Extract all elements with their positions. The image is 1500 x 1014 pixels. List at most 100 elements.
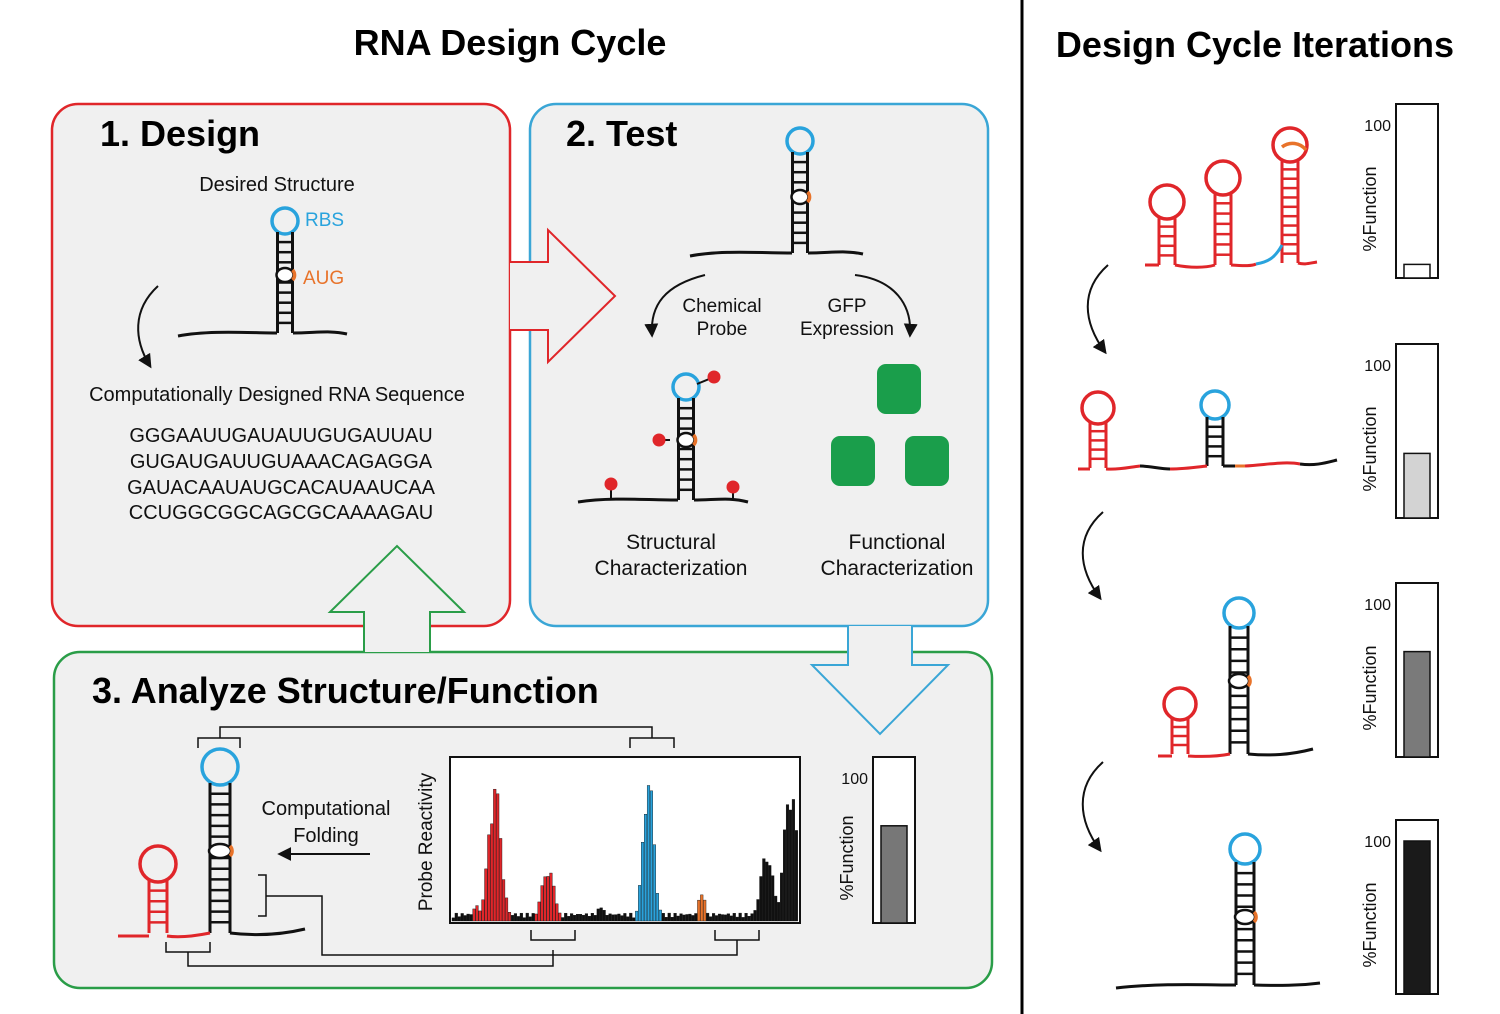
function-bar-fill bbox=[1403, 650, 1431, 758]
reactivity-bar bbox=[641, 842, 645, 922]
strand bbox=[1297, 260, 1318, 266]
reactivity-bar bbox=[712, 913, 716, 922]
aug-site bbox=[692, 433, 698, 447]
internal-loop bbox=[790, 188, 810, 206]
probe-dot bbox=[726, 480, 740, 494]
reactivity-bar bbox=[540, 885, 544, 922]
strand bbox=[1158, 752, 1231, 758]
reactivity-bar bbox=[593, 915, 597, 922]
reactivity-bar bbox=[454, 912, 458, 922]
gfp-label: GFP bbox=[827, 296, 866, 317]
reactivity-bar bbox=[490, 823, 494, 922]
function-max-label: 100 bbox=[1364, 358, 1391, 375]
function-bar-fill bbox=[1403, 263, 1431, 279]
strand bbox=[1244, 461, 1301, 468]
function-max-label: 100 bbox=[1364, 597, 1391, 614]
strand bbox=[1078, 464, 1141, 471]
main-title: RNA Design Cycle bbox=[354, 22, 667, 63]
strand bbox=[689, 250, 793, 258]
probe-reactivity-axis: Probe Reactivity bbox=[416, 772, 437, 911]
reactivity-bar bbox=[679, 913, 683, 922]
reactivity-bar bbox=[691, 915, 695, 922]
strand bbox=[1139, 464, 1171, 471]
function-max-label: 100 bbox=[841, 771, 868, 788]
reactivity-bar bbox=[759, 876, 763, 922]
iteration-arrow bbox=[1081, 511, 1104, 601]
strand bbox=[1299, 458, 1338, 467]
probed-hairpin bbox=[577, 370, 749, 504]
reactivity-bar bbox=[561, 917, 565, 922]
strand bbox=[166, 931, 211, 939]
reactivity-bar bbox=[475, 905, 479, 922]
reactivity-bar bbox=[502, 879, 506, 922]
reactivity-bar bbox=[783, 829, 787, 922]
iteration-arrow bbox=[1081, 761, 1104, 853]
reactivity-bar bbox=[620, 915, 624, 922]
hairpin-loop bbox=[270, 206, 300, 236]
hairpin-loop bbox=[1228, 832, 1262, 866]
reactivity-bar bbox=[499, 838, 503, 922]
reactivity-bar bbox=[590, 913, 594, 922]
reactivity-bar bbox=[629, 912, 633, 922]
reactivity-bar bbox=[505, 897, 509, 922]
strand bbox=[1247, 747, 1314, 757]
test-hairpin bbox=[689, 126, 864, 258]
folding-label: Folding bbox=[293, 825, 359, 847]
reactivity-bar bbox=[463, 915, 467, 922]
reactivity-bar bbox=[564, 912, 568, 922]
design-arrow bbox=[137, 285, 159, 369]
reactivity-bar bbox=[655, 893, 659, 922]
reactivity-bar bbox=[519, 912, 523, 922]
internal-loop bbox=[275, 266, 295, 284]
strand bbox=[693, 497, 749, 504]
rbs-strand bbox=[1255, 244, 1284, 266]
chemical-probe-label: Chemical bbox=[682, 296, 761, 317]
reactivity-bar bbox=[611, 914, 615, 922]
reactivity-bar bbox=[709, 916, 713, 922]
reactivity-bar bbox=[753, 910, 757, 922]
reactivity-bar bbox=[608, 913, 612, 922]
reactivity-bar bbox=[623, 913, 627, 922]
reactivity-bar bbox=[703, 899, 707, 922]
iteration-arrow bbox=[1086, 264, 1109, 355]
reactivity-bar bbox=[676, 915, 680, 922]
hairpin-loop bbox=[1222, 596, 1256, 630]
reactivity-bar bbox=[549, 872, 553, 922]
reactivity-bar bbox=[771, 875, 775, 922]
probe-dot bbox=[652, 433, 666, 447]
reactivity-bar bbox=[528, 916, 532, 922]
reactivity-bar bbox=[578, 914, 583, 922]
reactivity-bar bbox=[644, 814, 648, 922]
reactivity-bar bbox=[700, 894, 704, 922]
reactivity-bar bbox=[744, 913, 748, 922]
structural-label: Structural bbox=[626, 531, 716, 554]
reactivity-bar bbox=[466, 913, 470, 922]
reactivity-bar bbox=[652, 844, 656, 922]
function-max-label: 100 bbox=[1364, 118, 1391, 135]
gfp-cell bbox=[877, 364, 921, 414]
hairpin-loop bbox=[1080, 390, 1116, 426]
reactivity-bar bbox=[558, 912, 562, 922]
function-axis-label: %Function bbox=[1360, 166, 1380, 251]
function-bar-fill bbox=[1403, 452, 1431, 519]
reactivity-bar bbox=[638, 885, 642, 922]
gfp-arrow bbox=[854, 274, 918, 338]
reactivity-bar bbox=[720, 914, 724, 922]
reactivity-bar bbox=[614, 914, 618, 922]
reactivity-bar bbox=[567, 916, 571, 922]
reactivity-bar bbox=[723, 914, 727, 922]
strand bbox=[292, 330, 348, 336]
reactivity-bar bbox=[555, 903, 559, 922]
reactivity-bar bbox=[570, 913, 574, 922]
reactivity-bar bbox=[661, 913, 665, 922]
chemical-probe-arrow bbox=[644, 274, 706, 338]
strand bbox=[229, 927, 306, 937]
reactivity-bar bbox=[726, 913, 730, 922]
reactivity-bar bbox=[685, 914, 689, 922]
aug-site bbox=[1280, 141, 1308, 152]
hairpin-loop bbox=[785, 126, 815, 156]
sequence-line: GAUACAAUAUGCACAUAAUCAA bbox=[127, 477, 436, 499]
reactivity-bar bbox=[451, 917, 455, 922]
reactivity-bar bbox=[768, 865, 772, 922]
